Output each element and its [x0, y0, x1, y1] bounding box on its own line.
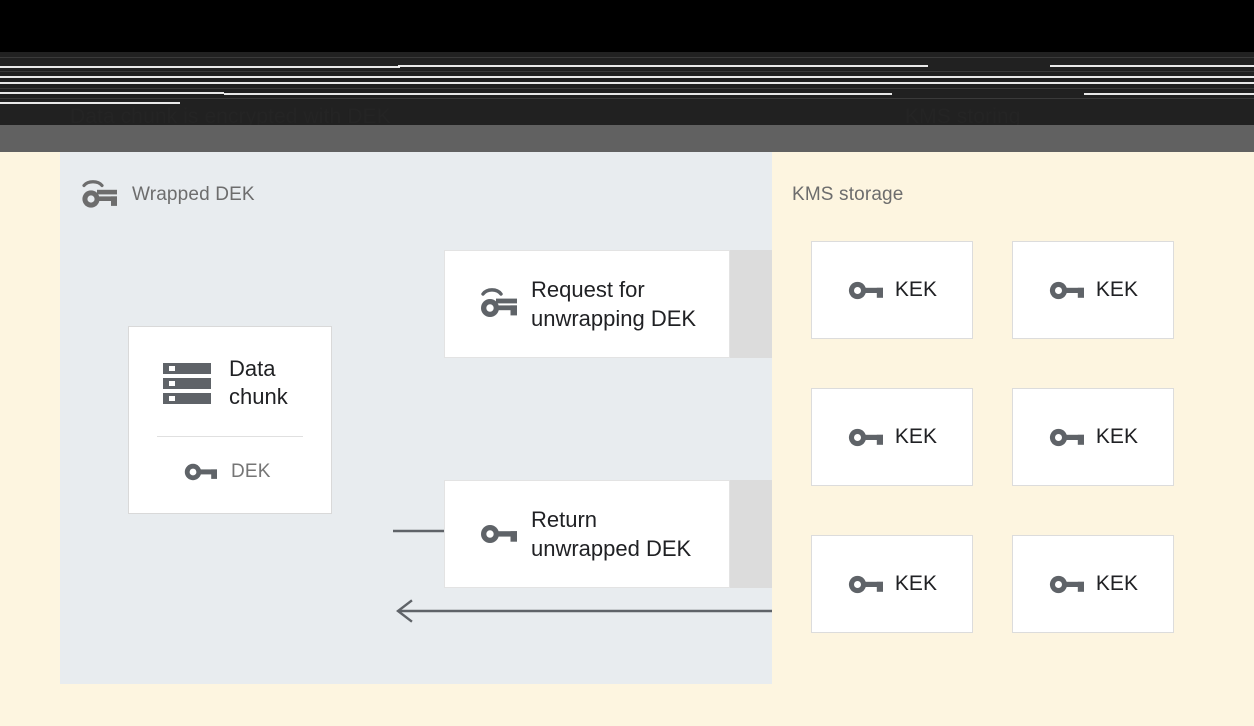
header-artifact-line	[0, 102, 180, 104]
message-card-request[interactable]: Request for unwrapping DEK	[444, 250, 730, 358]
arrow-from-kms	[396, 599, 833, 623]
client-panel-title: Wrapped DEK	[132, 184, 255, 205]
key-icon	[1048, 425, 1084, 450]
header-artifact-line	[398, 65, 928, 67]
header-gray-band	[0, 125, 1254, 152]
kek-box[interactable]: KEK	[1012, 241, 1174, 339]
key-icon	[1048, 572, 1084, 597]
key-icon	[847, 572, 883, 597]
data-chunk-row: Data chunk	[161, 355, 288, 411]
kek-box[interactable]: KEK	[811, 241, 973, 339]
header-black-band	[0, 0, 1254, 52]
header-artifact-line	[0, 98, 1254, 99]
kek-box[interactable]: KEK	[811, 535, 973, 633]
message-card-return[interactable]: Return unwrapped DEK	[444, 480, 730, 588]
header-caption-right: KMS storing inaccessible KEK	[905, 105, 1021, 125]
kek-box[interactable]: KEK	[1012, 388, 1174, 486]
kek-label: KEK	[894, 278, 938, 301]
kms-panel-title: KMS storage	[792, 184, 904, 205]
kek-label: KEK	[1095, 278, 1139, 301]
data-chunk-card[interactable]: Data chunk DEK	[128, 326, 332, 514]
key-icon	[183, 460, 217, 484]
header-artifact-line	[224, 93, 892, 95]
dek-label: DEK	[231, 461, 271, 482]
kek-label: KEK	[1095, 425, 1139, 448]
storage-chunk-icon	[161, 357, 213, 409]
header-artifact-line	[1050, 65, 1254, 67]
header-artifact-line	[0, 66, 400, 68]
header-caption-left: Data chunk is encrypted with DEK and sto…	[70, 105, 391, 125]
key-icon	[479, 521, 517, 547]
kms-panel: KMS storage KEK	[772, 152, 1254, 684]
kek-box[interactable]: KEK	[1012, 535, 1174, 633]
data-chunk-divider	[157, 436, 303, 437]
header-dark-band: Data chunk is encrypted with DEK and sto…	[0, 52, 1254, 125]
header-artifact-line	[1084, 93, 1254, 95]
kek-label: KEK	[1095, 572, 1139, 595]
dek-row: DEK	[183, 460, 271, 484]
header-artifact-line	[0, 71, 1254, 72]
header-artifact-line	[0, 88, 1254, 89]
kek-grid: KEK KEK KEK	[811, 241, 1174, 633]
key-icon	[847, 425, 883, 450]
kek-label: KEK	[894, 425, 938, 448]
wrapped-key-icon	[80, 180, 118, 210]
wrapped-key-icon	[479, 287, 517, 321]
message-card-return-label: Return unwrapped DEK	[531, 507, 692, 561]
client-panel-header: Wrapped DEK	[80, 180, 255, 210]
kek-box[interactable]: KEK	[811, 388, 973, 486]
key-icon	[847, 278, 883, 303]
message-card-request-label: Request for unwrapping DEK	[531, 277, 697, 331]
header-artifact-line	[0, 57, 1254, 58]
data-chunk-label: Data chunk	[229, 356, 288, 409]
header-artifact-line	[0, 76, 1254, 78]
header-artifact-line	[0, 82, 1254, 84]
header-artifact-line	[0, 92, 224, 94]
kek-label: KEK	[894, 572, 938, 595]
key-icon	[1048, 278, 1084, 303]
